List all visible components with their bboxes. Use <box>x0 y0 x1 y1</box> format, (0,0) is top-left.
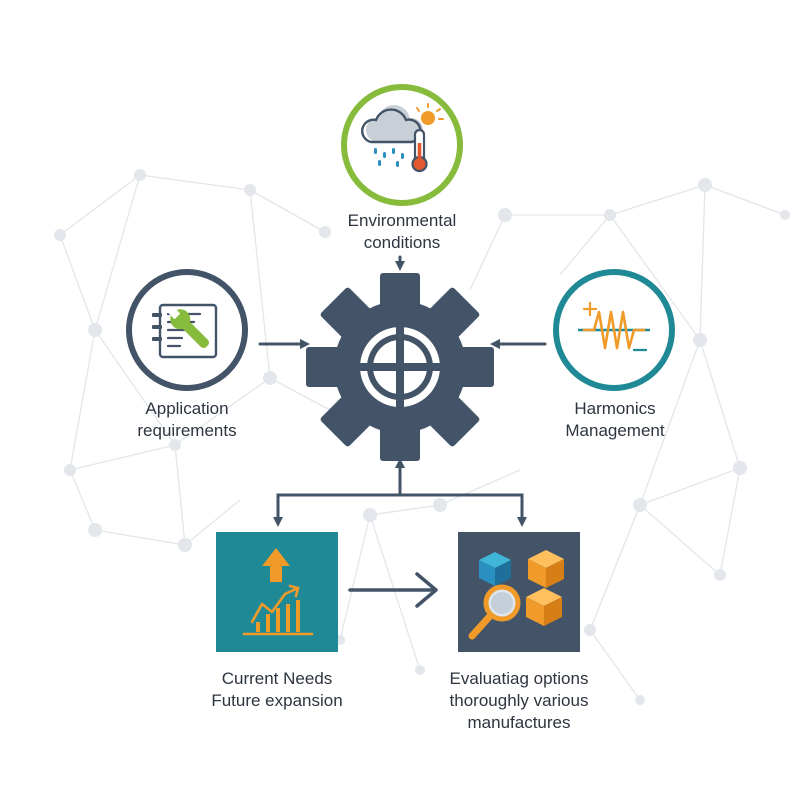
label-line: Current Needs <box>221 669 333 688</box>
label-line: conditions <box>363 233 441 252</box>
label-line: Environmental <box>347 211 457 230</box>
weather-thermometer-icon <box>361 103 444 173</box>
label-line: thoroughly various <box>449 691 589 710</box>
label-evaluating: Evaluatiag options thoroughly various ma… <box>419 668 619 734</box>
connector-branch <box>276 493 524 522</box>
label-line: Management <box>565 421 665 440</box>
growth-chart-icon <box>242 548 314 636</box>
node-application <box>126 269 248 391</box>
label-environmental: Environmental conditions <box>300 210 504 254</box>
orange-cube-top <box>528 550 564 588</box>
background-network-nodes <box>54 169 790 705</box>
waveform-icon <box>578 301 650 352</box>
label-line: requirements <box>137 421 237 440</box>
magnifier <box>468 584 521 640</box>
label-line: Future expansion <box>211 691 343 710</box>
node-evaluating <box>458 532 580 652</box>
gear-icon <box>306 273 494 461</box>
label-line: Harmonics <box>574 399 656 418</box>
label-current-needs: Current Needs Future expansion <box>177 668 377 712</box>
blue-cube <box>479 552 511 586</box>
node-environmental <box>341 84 463 206</box>
background-network <box>59 174 786 701</box>
connectors <box>258 255 547 608</box>
label-line: Evaluatiag options <box>449 669 589 688</box>
cubes-magnifier-icon <box>468 550 564 640</box>
orange-cube-bottom <box>526 588 562 626</box>
label-line: manufactures <box>467 713 571 732</box>
node-current-needs <box>216 532 338 652</box>
label-line: Application <box>145 399 229 418</box>
node-harmonics <box>553 269 675 391</box>
thermometer <box>411 128 428 173</box>
document-wrench-icon <box>152 303 218 359</box>
arrow-current-to-eval-head <box>415 572 438 608</box>
label-application: Application requirements <box>87 398 287 442</box>
label-harmonics: Harmonics Management <box>515 398 715 442</box>
